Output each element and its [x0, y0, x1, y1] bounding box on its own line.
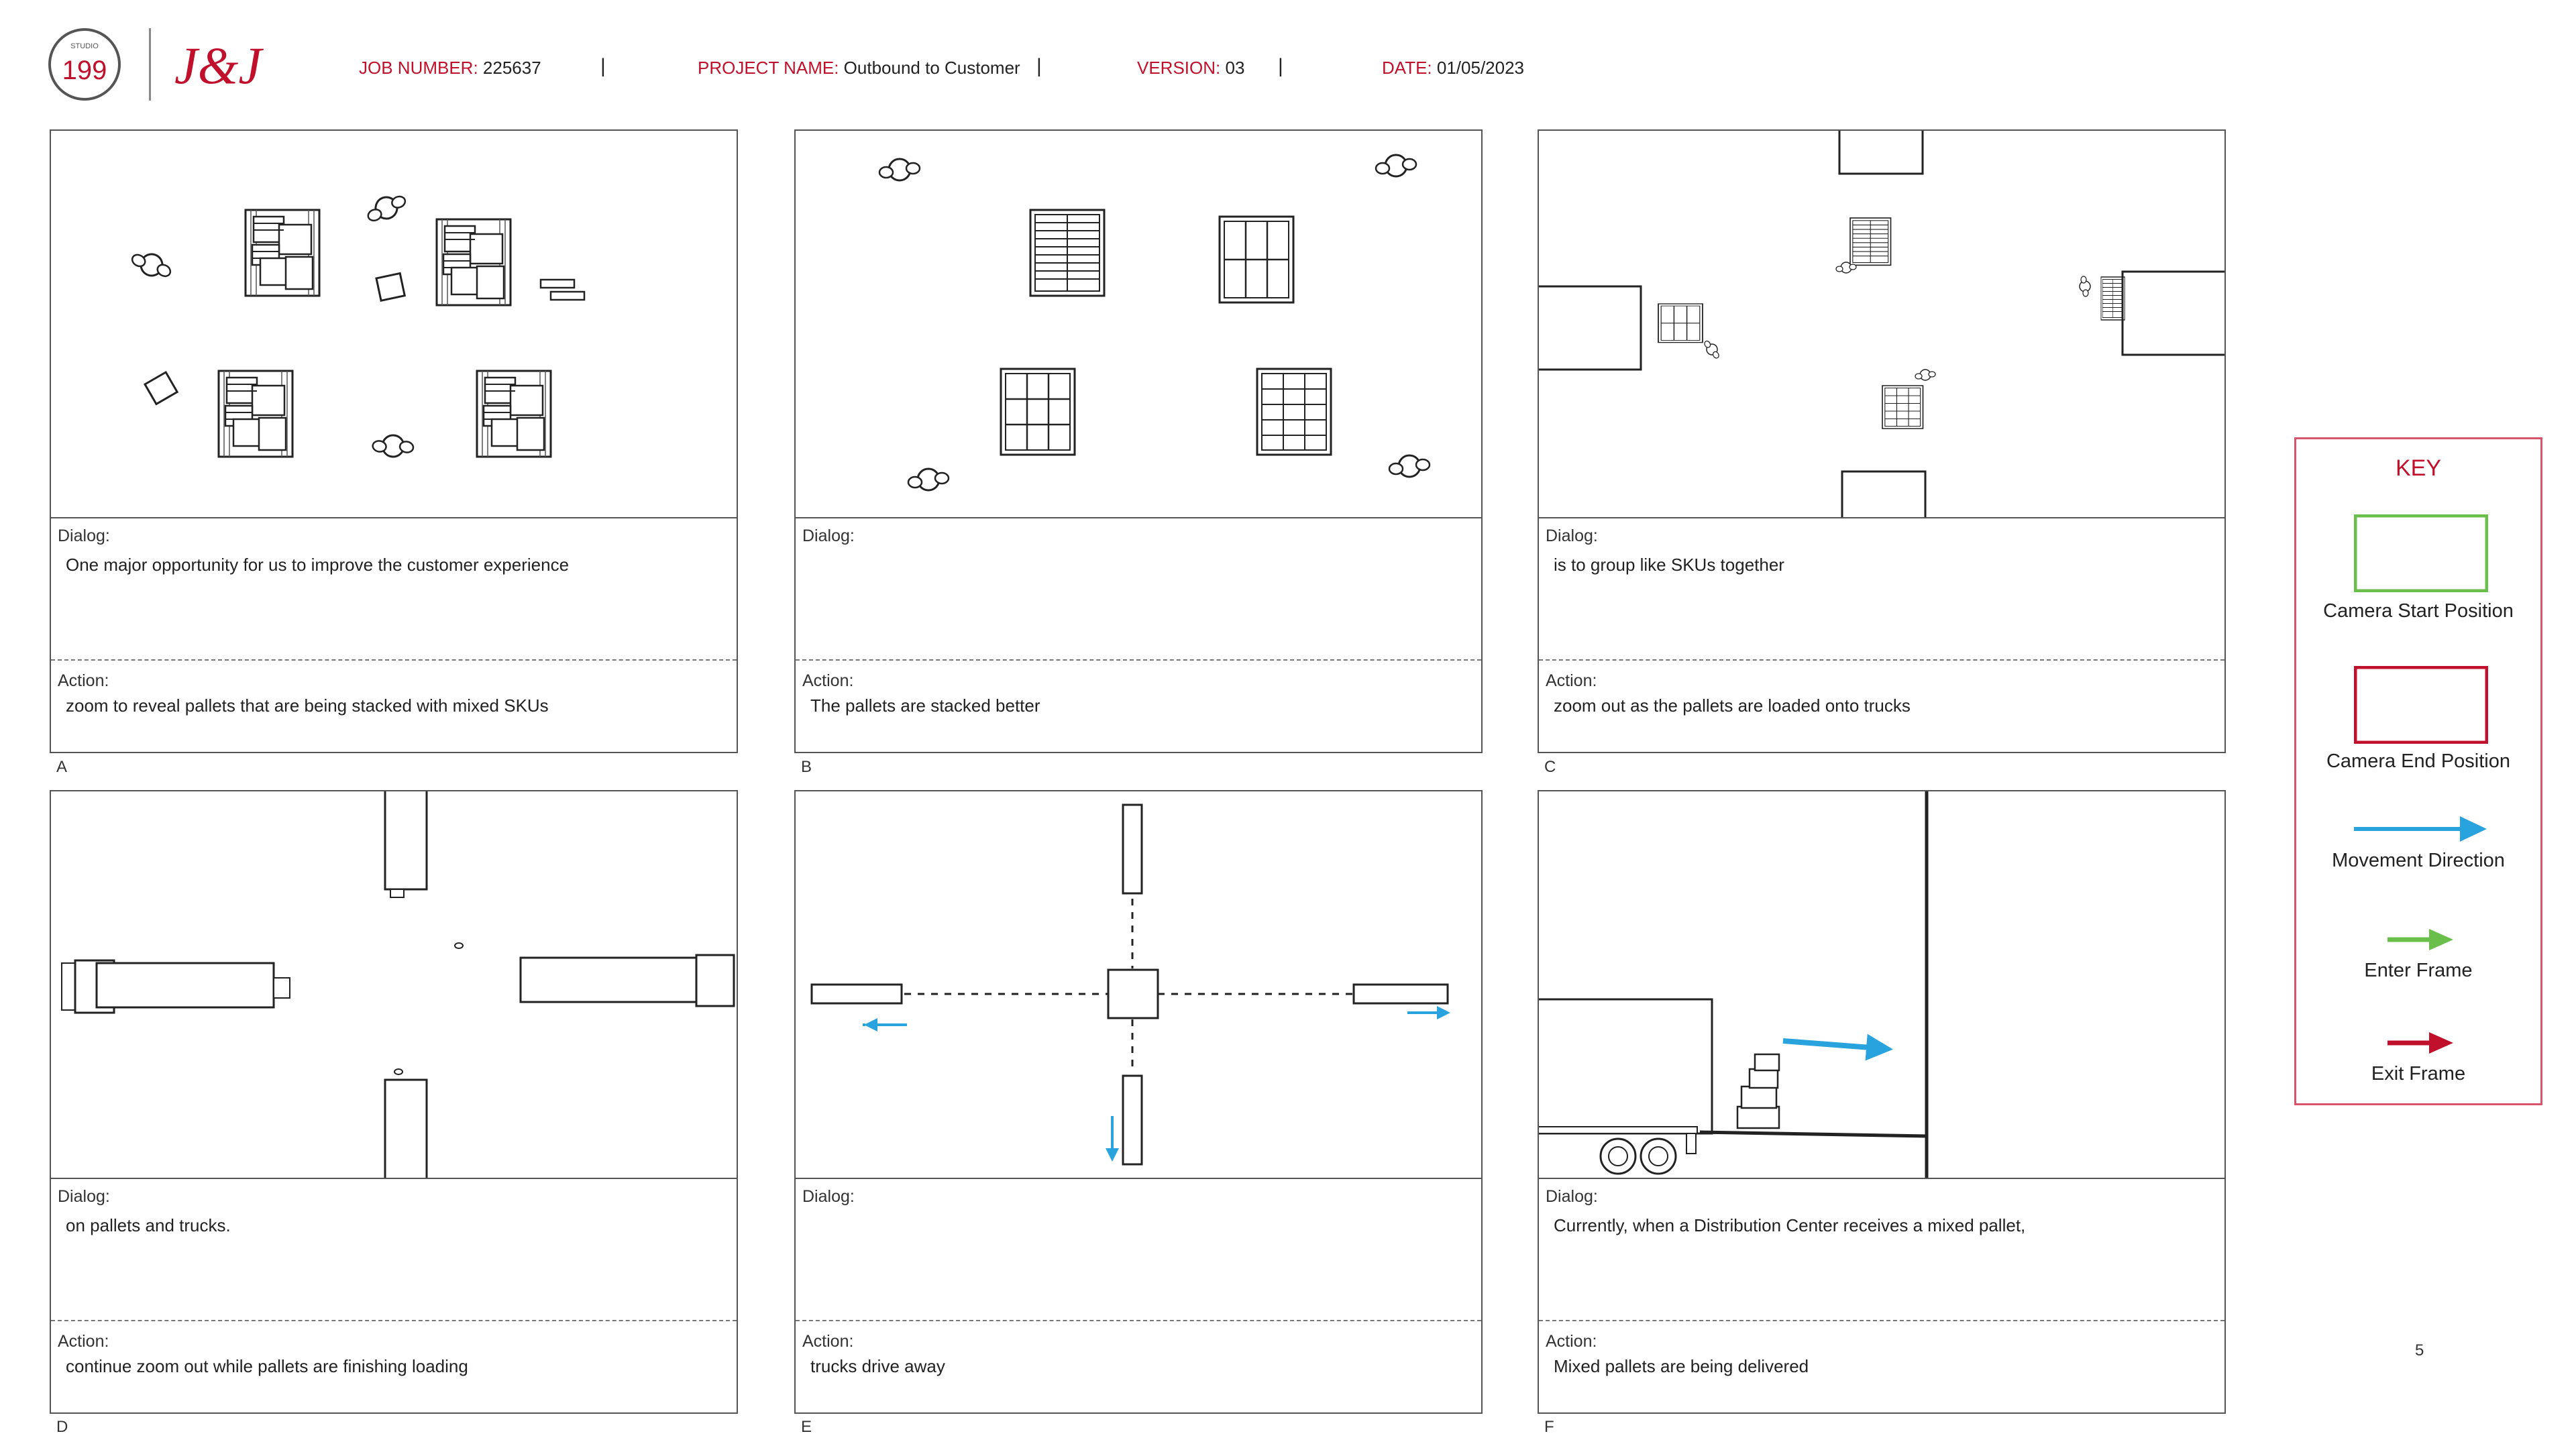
- enter-frame-arrow-icon: [2387, 929, 2453, 950]
- frame-letter-d: D: [56, 1418, 68, 1436]
- jj-logo: J&J: [174, 36, 264, 95]
- logo-jj-text: J&J: [174, 36, 264, 95]
- frame-letter-c: C: [1544, 758, 1556, 776]
- action-text: continue zoom out while pallets are fini…: [66, 1356, 468, 1376]
- dialog-text: on pallets and trucks.: [66, 1215, 231, 1235]
- storyboard-frame-e: Dialog: Action: trucks drive away: [794, 790, 1483, 1414]
- movement-direction-arrow-icon: [2354, 816, 2487, 842]
- dialog-text: One major opportunity for us to improve …: [66, 555, 570, 575]
- date: DATE: 01/05/2023: [1382, 58, 1524, 78]
- project-name-value: Outbound to Customer: [843, 58, 1020, 78]
- action-label: Action:: [1546, 671, 1597, 690]
- dialog-action-divider: [51, 1320, 737, 1321]
- date-label: DATE:: [1382, 58, 1432, 78]
- exit-frame-arrow-icon: [2387, 1032, 2453, 1054]
- studio-199-logo: STUDIO 199: [48, 28, 121, 101]
- frame-letter-b: B: [801, 758, 812, 776]
- dialog-text: Currently, when a Distribution Center re…: [1554, 1215, 2026, 1235]
- camera-start-swatch: [2354, 514, 2488, 592]
- dialog-label: Dialog:: [58, 526, 110, 545]
- job-number-value: 225637: [482, 58, 541, 78]
- dialog-label: Dialog:: [1546, 526, 1598, 545]
- storyboard-frame-d: Dialog: on pallets and trucks. Action: c…: [50, 790, 738, 1414]
- dialog-label: Dialog:: [1546, 1187, 1598, 1206]
- frame-letter-f: F: [1544, 1418, 1554, 1436]
- action-label: Action:: [1546, 1332, 1597, 1351]
- header-separator: |: [1278, 55, 1283, 77]
- key-enter-frame-label: Enter Frame: [2364, 960, 2473, 981]
- frame-c-illustration: [1539, 131, 2224, 518]
- storyboard-frame-a: Dialog: One major opportunity for us to …: [50, 129, 738, 753]
- dialog-action-divider: [796, 659, 1481, 661]
- action-text: Mixed pallets are being delivered: [1554, 1356, 1809, 1376]
- dialog-action-divider: [796, 1320, 1481, 1321]
- frame-letter-a: A: [56, 758, 68, 776]
- key-title: KEY: [2395, 455, 2442, 481]
- job-number: JOB NUMBER: 225637: [359, 58, 541, 78]
- page-number: 5: [2415, 1341, 2424, 1359]
- frame-letter-e: E: [801, 1418, 812, 1436]
- key-camera-end-label: Camera End Position: [2326, 750, 2511, 772]
- key-movement-direction-label: Movement Direction: [2332, 850, 2505, 871]
- dialog-action-divider: [1539, 659, 2224, 661]
- version: VERSION: 03: [1137, 58, 1244, 78]
- frame-b-illustration: [796, 131, 1481, 518]
- date-value: 01/05/2023: [1436, 58, 1525, 78]
- version-value: 03: [1225, 58, 1245, 78]
- action-text: zoom to reveal pallets that are being st…: [66, 695, 549, 716]
- action-label: Action:: [802, 671, 854, 690]
- key-exit-frame-label: Exit Frame: [2371, 1063, 2466, 1084]
- action-text: trucks drive away: [810, 1356, 945, 1376]
- dialog-label: Dialog:: [58, 1187, 110, 1206]
- action-text: The pallets are stacked better: [810, 695, 1040, 716]
- key-camera-start-label: Camera Start Position: [2323, 600, 2514, 622]
- storyboard-frame-c: Dialog: is to group like SKUs together A…: [1538, 129, 2226, 753]
- action-text: zoom out as the pallets are loaded onto …: [1554, 695, 1911, 716]
- project-name: PROJECT NAME: Outbound to Customer: [698, 58, 1020, 78]
- camera-end-swatch: [2354, 666, 2488, 744]
- action-label: Action:: [58, 671, 109, 690]
- header-separator: |: [600, 55, 606, 77]
- version-label: VERSION:: [1137, 58, 1221, 78]
- storyboard-frame-b: Dialog: Action: The pallets are stacked …: [794, 129, 1483, 753]
- header-separator: |: [1036, 55, 1042, 77]
- action-label: Action:: [58, 1332, 109, 1351]
- dialog-text: is to group like SKUs together: [1554, 555, 1784, 575]
- frame-f-illustration: [1539, 791, 2224, 1179]
- frame-e-illustration: [796, 791, 1481, 1179]
- logo-studio-number: 199: [62, 56, 107, 85]
- action-label: Action:: [802, 1332, 854, 1351]
- dialog-label: Dialog:: [802, 1187, 855, 1206]
- dialog-action-divider: [51, 659, 737, 661]
- dialog-action-divider: [1539, 1320, 2224, 1321]
- job-number-label: JOB NUMBER:: [359, 58, 478, 78]
- dialog-label: Dialog:: [802, 526, 855, 545]
- storyboard-frame-f: Dialog: Currently, when a Distribution C…: [1538, 790, 2226, 1414]
- frame-d-illustration: [51, 791, 737, 1179]
- key-legend: KEY Camera Start Position Camera End Pos…: [2294, 437, 2542, 1105]
- logo-studio-text: STUDIO: [70, 42, 99, 50]
- logo-divider: [149, 28, 151, 101]
- project-name-label: PROJECT NAME:: [698, 58, 839, 78]
- frame-a-illustration: [51, 131, 737, 518]
